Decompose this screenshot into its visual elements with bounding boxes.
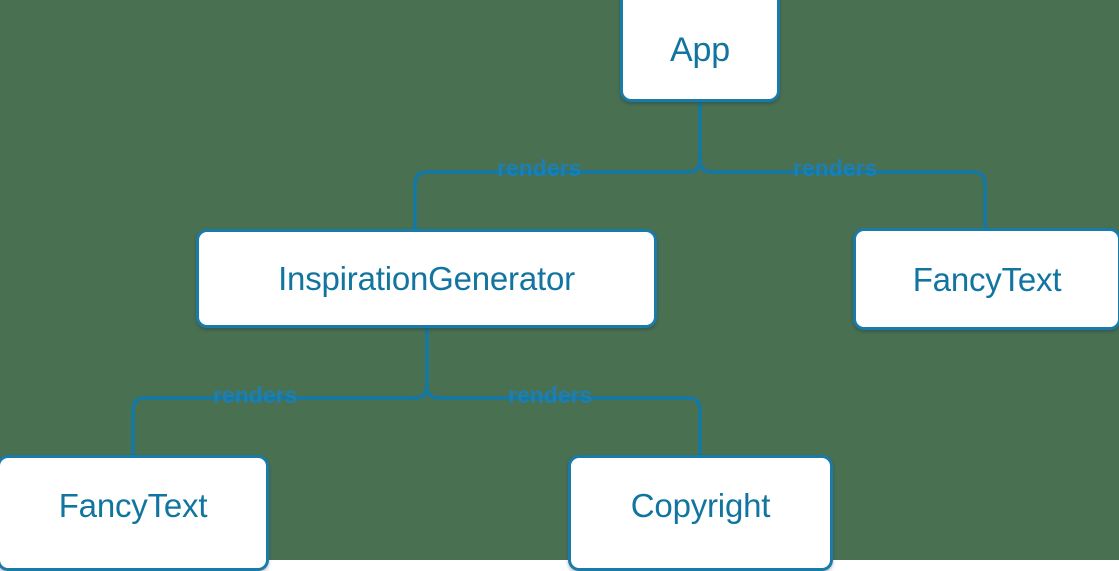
edge-app-stem: [698, 100, 714, 174]
node-fancytext-right[interactable]: FancyText: [853, 228, 1119, 330]
edge-inspirationgenerator-to-fancytext-bottom: [131, 396, 417, 457]
node-inspirationgenerator[interactable]: InspirationGenerator: [196, 229, 657, 328]
edge-inspgen-stem: [425, 326, 441, 400]
edge-app-to-fancytext-right: [710, 170, 987, 230]
node-app-label: App: [670, 31, 730, 69]
edge-label-inspirationgenerator-to-copyright: renders: [508, 382, 593, 408]
node-app[interactable]: App: [620, 0, 780, 102]
edge-label-app-to-fancytext-right: renders: [793, 155, 878, 181]
node-copyright-label: Copyright: [630, 486, 771, 524]
edge-label-inspirationgenerator-to-fancytext-bottom: renders: [213, 382, 298, 408]
edge-app-stem-left: [686, 158, 702, 174]
node-fancytext-right-label: FancyText: [912, 260, 1062, 298]
edge-label-app-to-inspirationgenerator: renders: [497, 155, 582, 181]
node-fancytext-bottom-label: FancyText: [58, 486, 208, 524]
node-copyright[interactable]: Copyright: [568, 455, 833, 571]
edge-inspirationgenerator-to-copyright: [437, 396, 702, 457]
edge-app-to-inspirationgenerator: [413, 170, 690, 231]
edge-inspgen-stem-left: [413, 384, 429, 400]
node-fancytext-bottom[interactable]: FancyText: [0, 455, 269, 571]
node-inspirationgenerator-label: InspirationGenerator: [278, 260, 575, 297]
